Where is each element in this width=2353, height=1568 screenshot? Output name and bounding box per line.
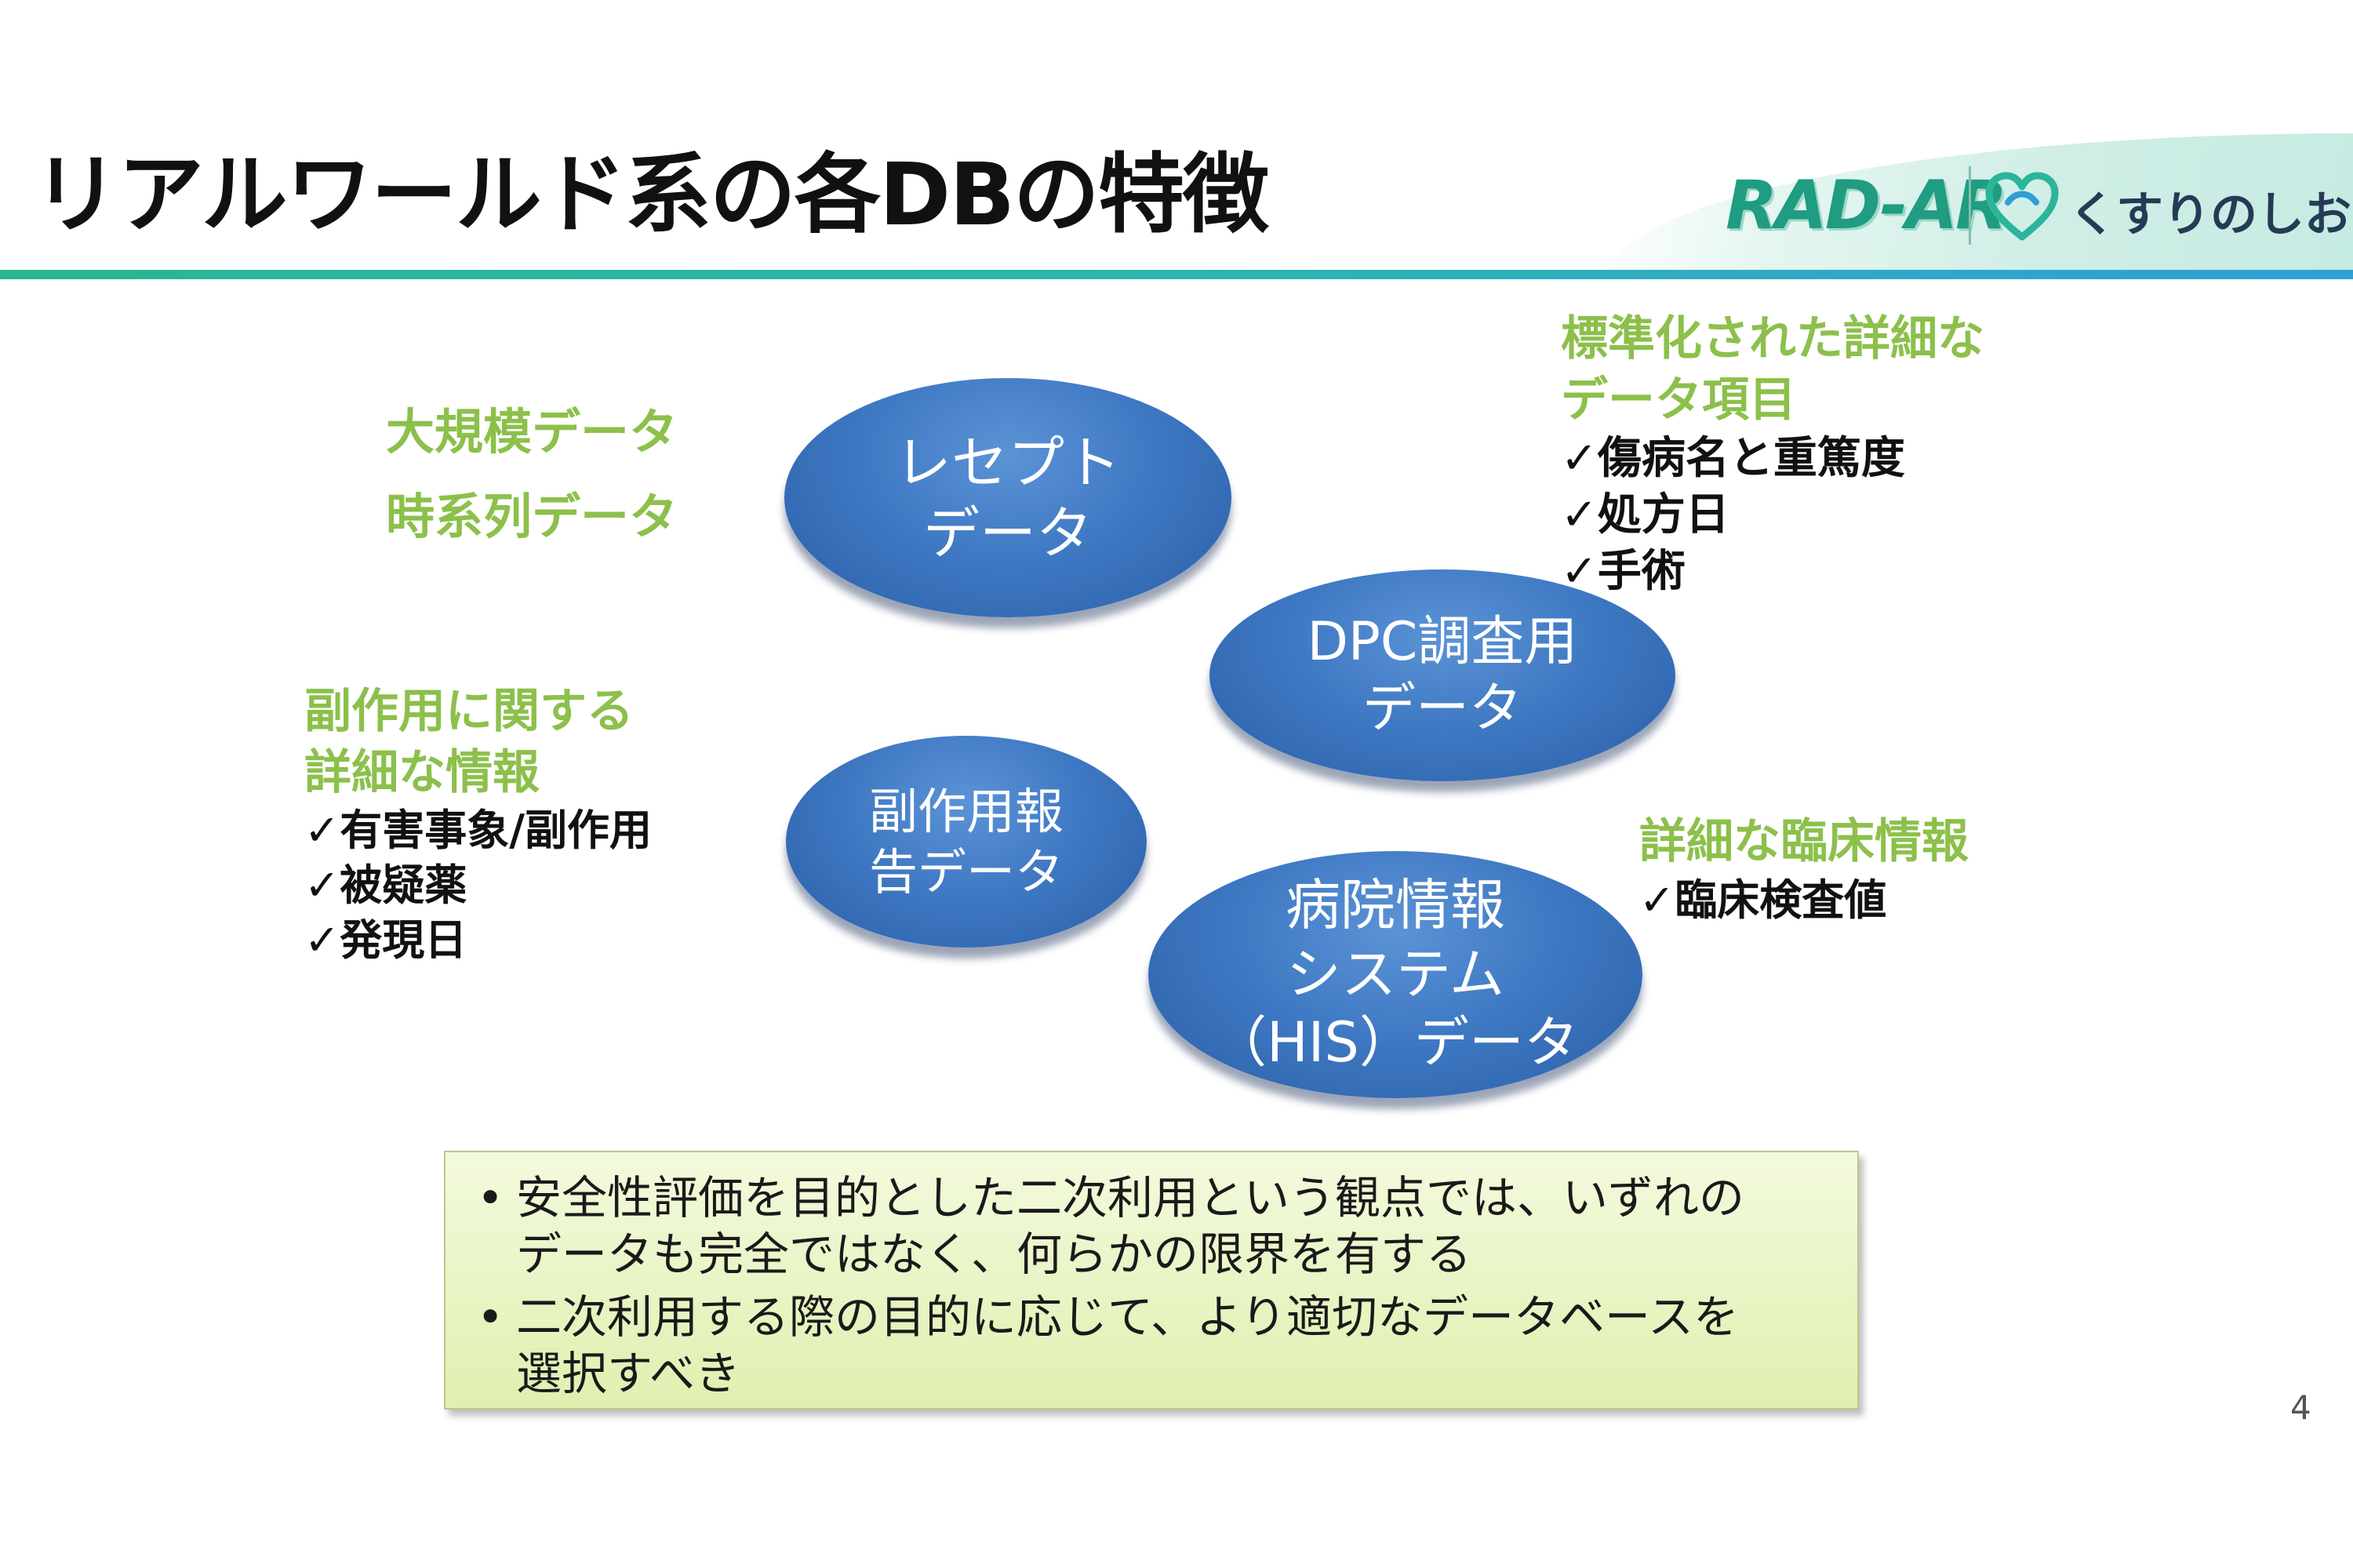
feature-item: ✓被疑薬 <box>304 860 467 910</box>
bubble-label: DPC調査用 <box>1307 611 1578 673</box>
feature-heading: 標準化された詳細な <box>1561 311 1984 366</box>
logo-divider <box>1969 166 1971 245</box>
his-features: 詳細な臨床情報 ✓臨床検査値 <box>1639 811 1969 929</box>
dpc-features: 標準化された詳細な データ項目 ✓傷病名と重篤度 ✓処方日 ✓手術 <box>1561 308 1984 600</box>
feature-item: ✓有害事象/副作用 <box>304 806 652 855</box>
kusuri-no-shiori-logo: くすりのしおり <box>2069 187 2353 242</box>
feature-item: ✓臨床検査値 <box>1639 875 1887 925</box>
bullet-icon: • <box>477 1290 504 1344</box>
bubble-label: レセプト <box>894 429 1121 496</box>
receipt-feature-large-scale: 大規模データ <box>386 403 678 460</box>
feature-heading: データ項目 <box>1561 373 1796 427</box>
bubble-label: 告データ <box>868 843 1064 900</box>
his-data-bubble: 病院情報 システム （HIS）データ <box>1148 851 1642 1098</box>
rad-ar-logo: RAD-AR <box>1726 166 2007 245</box>
summary-text: 安全性評価を目的とした二次利用という観点では、いずれの <box>516 1171 1745 1224</box>
header-divider <box>0 270 2353 279</box>
receipt-feature-time-series: 時系列データ <box>386 488 678 545</box>
page-number: 4 <box>2290 1388 2311 1427</box>
feature-heading: 副作用に関する <box>304 684 634 739</box>
summary-text: 二次利用する際の目的に応じて、より適切なデータベースを <box>516 1290 1740 1344</box>
bullet-icon: • <box>477 1171 504 1224</box>
feature-heading: 詳細な臨床情報 <box>1639 814 1969 869</box>
page-title: リアルワールド系の各DBの特徴 <box>33 144 1269 245</box>
adverse-report-data-bubble: 副作用報 告データ <box>786 736 1147 948</box>
bubble-label: （HIS）データ <box>1212 1010 1579 1075</box>
summary-note-box: • 安全性評価を目的とした二次利用という観点では、いずれの データも完全ではなく… <box>444 1151 1859 1410</box>
feature-item: ✓手術 <box>1561 546 1686 597</box>
feature-heading: 詳細な情報 <box>304 745 540 800</box>
receipt-data-bubble: レセプト データ <box>784 378 1231 617</box>
summary-bullet: • 二次利用する際の目的に応じて、より適切なデータベースを 選択すべき <box>477 1289 1826 1402</box>
bubble-label: 病院情報 <box>1286 873 1505 938</box>
summary-bullet: • 安全性評価を目的とした二次利用という観点では、いずれの データも完全ではなく… <box>477 1170 1826 1282</box>
feature-item: ✓処方日 <box>1561 489 1729 540</box>
adverse-report-features: 副作用に関する 詳細な情報 ✓有害事象/副作用 ✓被疑薬 ✓発現日 <box>304 681 652 968</box>
feature-item: ✓傷病名と重篤度 <box>1561 433 1905 484</box>
summary-text: データも完全ではなく、何らかの限界を有する <box>516 1228 1472 1281</box>
bubble-label: データ <box>922 500 1093 566</box>
bubble-label: システム <box>1286 941 1504 1006</box>
bubble-label: データ <box>1362 678 1522 740</box>
summary-text: 選択すべき <box>516 1347 740 1400</box>
feature-item: ✓発現日 <box>304 915 467 965</box>
heart-logo-icon <box>1985 172 2059 241</box>
dpc-data-bubble: DPC調査用 データ <box>1209 569 1675 781</box>
bubble-label: 副作用報 <box>868 782 1064 840</box>
